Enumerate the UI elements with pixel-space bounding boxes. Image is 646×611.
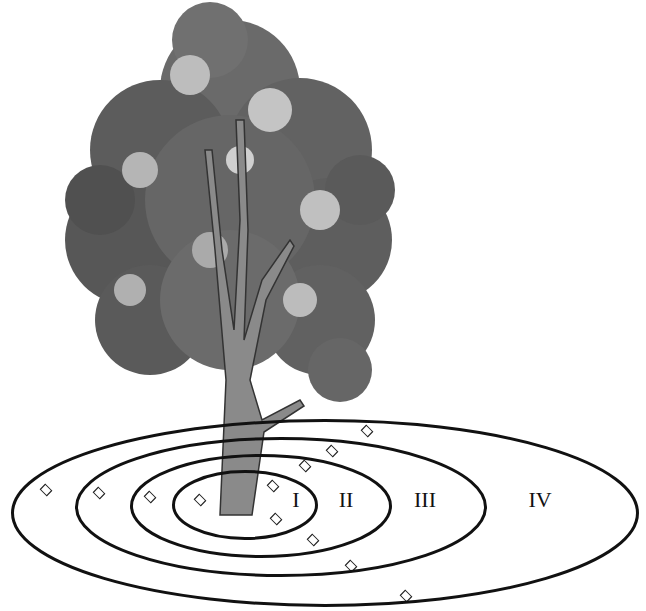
zone-core: I bbox=[172, 470, 318, 540]
zone-ring: III bbox=[130, 454, 392, 558]
zone-number: II bbox=[339, 489, 354, 511]
zone-outline bbox=[11, 419, 639, 607]
zone-number: I bbox=[292, 489, 299, 511]
zone-number: III bbox=[414, 489, 436, 511]
zone-ring: IVIIIIII bbox=[11, 419, 639, 607]
zone-number: IV bbox=[528, 489, 551, 511]
zone-ring: IIIIII bbox=[75, 437, 487, 577]
